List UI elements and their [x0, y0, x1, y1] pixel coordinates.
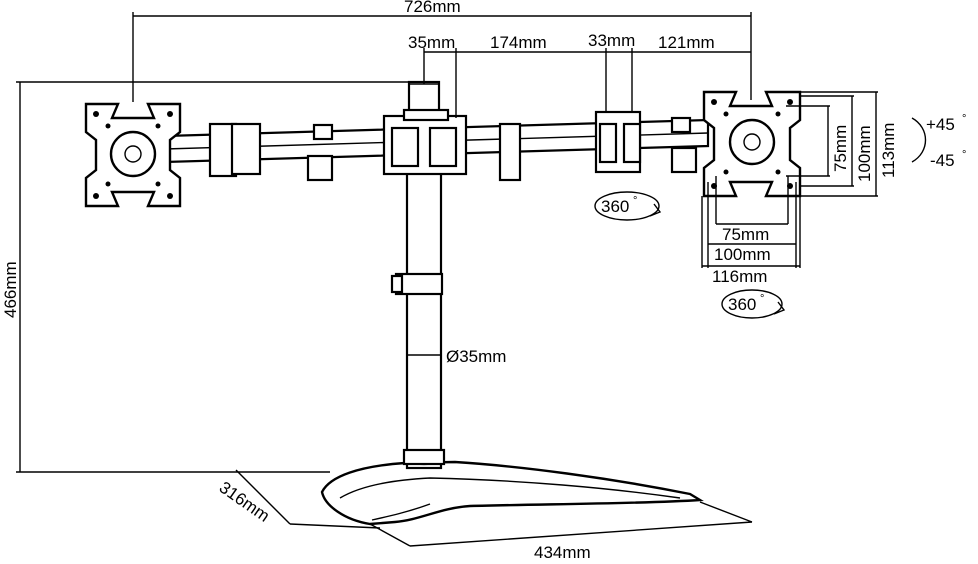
label-offset-right: 33mm	[588, 31, 635, 50]
label-base-width: 434mm	[534, 543, 591, 562]
vesa-plate-left	[84, 102, 182, 208]
label-overall-width: 726mm	[404, 0, 461, 16]
tilt-down-label: -45	[930, 151, 955, 170]
label-pole-diameter: Ø35mm	[446, 347, 506, 366]
tilt-up-degree: °	[962, 113, 966, 125]
pole	[390, 80, 446, 470]
label-vesa-large-v: 100mm	[855, 125, 874, 182]
base	[320, 460, 704, 526]
label-vesa-small-v: 75mm	[831, 125, 850, 172]
dimension-lines	[16, 12, 927, 547]
label-arm-span: 174mm	[490, 33, 547, 52]
vesa-plate-right	[702, 90, 802, 198]
label-base-depth: 316mm	[216, 478, 273, 526]
plate-rotation-degree: °	[760, 293, 764, 305]
label-plate-width: 116mm	[712, 267, 767, 286]
label-vesa-large-h: 100mm	[714, 245, 771, 264]
arm-rotation-degree: °	[633, 195, 637, 207]
tilt-up-label: +45	[926, 115, 955, 134]
plate-rotation-badge: 360 °	[721, 289, 786, 319]
arm-rotation-label: 360	[601, 197, 629, 216]
label-offset-left: 35mm	[408, 33, 455, 52]
arm-rotation-badge: 360 °	[594, 191, 662, 221]
tilt-down-degree: °	[962, 149, 966, 161]
tilt-indicator: +45 ° -45 °	[926, 113, 966, 170]
label-vesa-small-h: 75mm	[722, 225, 769, 244]
arm	[163, 108, 710, 182]
label-plate-height: 113mm	[879, 123, 898, 178]
label-arm-end: 121mm	[658, 33, 715, 52]
plate-rotation-label: 360	[728, 295, 756, 314]
label-overall-height: 466mm	[1, 261, 20, 318]
